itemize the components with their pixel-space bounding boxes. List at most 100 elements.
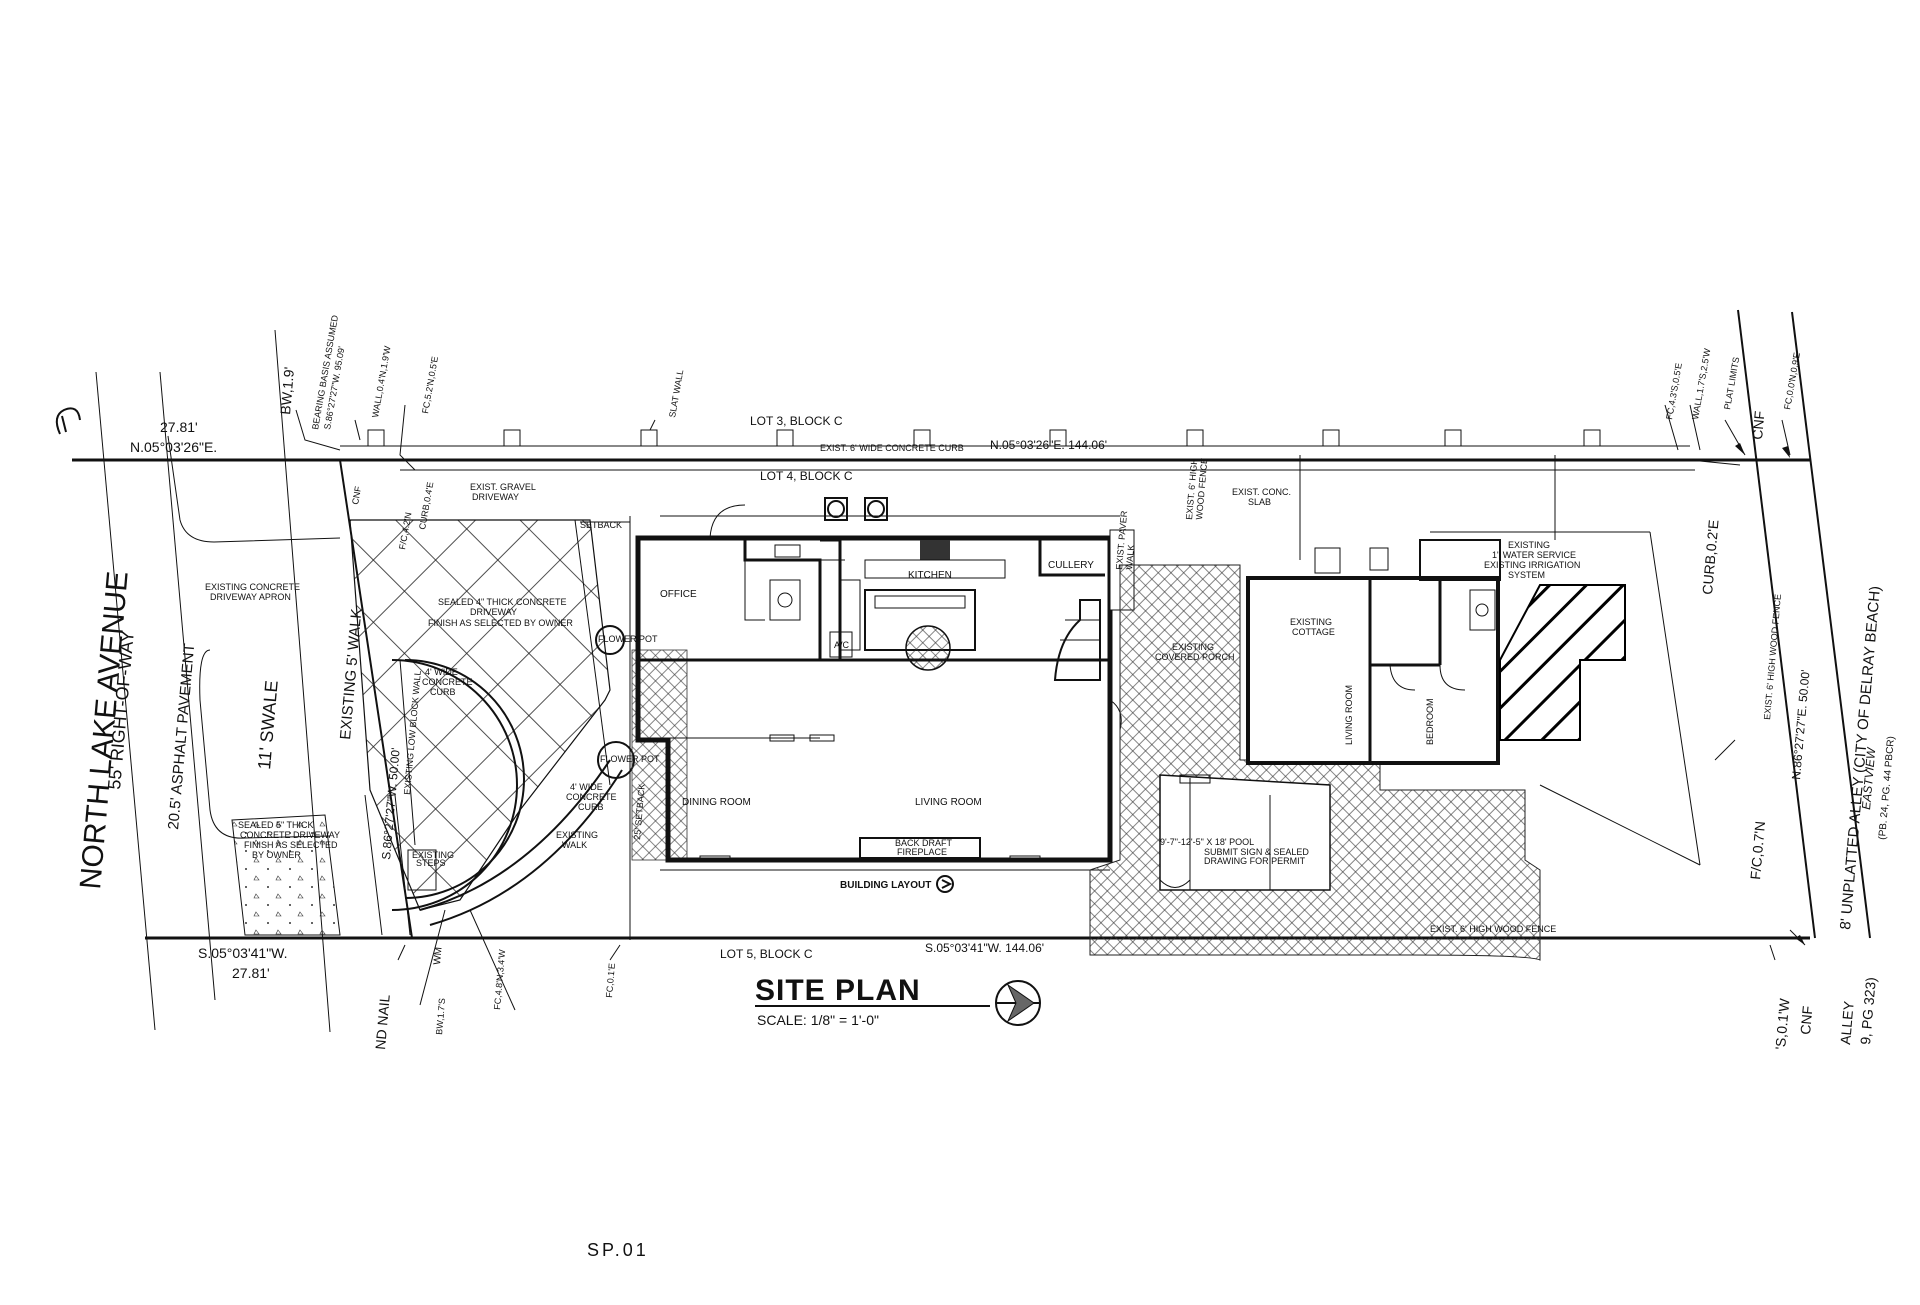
sealed-swale-pad — [231, 814, 341, 936]
main-house — [629, 497, 1135, 940]
setback-25-note: 25' SETBACK — [632, 783, 647, 840]
water-heater-note: EXISTING — [1508, 540, 1550, 550]
north-arrow-symbol — [55, 407, 81, 435]
sealed-driveway-note-3: FINISH AS SELECTED BY OWNER — [428, 618, 573, 628]
south-bearing: S.05°03'41"W. — [198, 945, 288, 961]
exist-walk-note-2: WALK — [562, 840, 587, 850]
room-cottage-2: COTTAGE — [1292, 627, 1335, 637]
fc-bottom: FC,4.8'N,3.4'W — [492, 949, 507, 1011]
nail-label: ND NAIL — [372, 994, 393, 1051]
room-cottage: EXISTING — [1290, 617, 1332, 627]
cnf-left: CNF — [350, 485, 363, 505]
apron-note: EXISTING CONCRETE — [205, 582, 300, 592]
irrigation-note-2: SYSTEM — [1508, 570, 1545, 580]
alley-bottom-ref: 9, PG 323) — [1857, 976, 1879, 1045]
room-dining: DINING ROOM — [682, 797, 751, 808]
pool-note: 9'-7"-12'-5" X 18' POOL — [1160, 837, 1254, 847]
curb-right: CURB,0.2'E — [1699, 519, 1721, 595]
slat-wall-posts — [340, 429, 1690, 447]
covered-porch-note: EXISTING — [1172, 642, 1214, 652]
room-cottage-bedroom: BEDROOM — [1425, 698, 1435, 745]
curb-4in-note: 4' WIDE — [425, 667, 458, 677]
room-cullery: CULLERY — [1048, 560, 1094, 571]
south-dist: 27.81' — [232, 965, 270, 981]
covered-porch-note-2: COVERED PORCH — [1155, 652, 1235, 662]
fc-bottom2: FC,0.1'E — [604, 963, 617, 998]
water-heater-note-2: 1" WATER SERVICE — [1492, 550, 1576, 560]
curb-top-note: EXIST. 6' WIDE CONCRETE CURB — [820, 443, 964, 453]
lot5-label: LOT 5, BLOCK C — [720, 947, 813, 961]
flower-pot-note-2: FLOWER POT — [600, 754, 660, 764]
fc-right2: FC,0.0'N,0.9'E — [1782, 352, 1802, 411]
sealed-swale-note-3: FINISH AS SELECTED — [244, 840, 338, 850]
flower-pot-note: FLOWER POT — [598, 634, 658, 644]
site-plan-scale: SCALE: 1/8" = 1'-0" — [757, 1012, 879, 1028]
fc-right3: F/C,0.7'N — [1747, 820, 1768, 880]
sealed-driveway-note-2: DRIVEWAY — [470, 607, 517, 617]
curb-4in-b-note: 4' WIDE — [570, 782, 603, 792]
building-layout-label: BUILDING LAYOUT — [840, 880, 931, 891]
room-fireplace: BACK DRAFT — [895, 838, 953, 848]
irrigation-note: EXISTING IRRIGATION — [1484, 560, 1580, 570]
room-ac: A/C — [834, 640, 850, 650]
s-bottom: 'S,0.1'W — [1772, 997, 1792, 1050]
site-plan-arrow-icon — [995, 980, 1041, 1026]
north-bearing: N.05°03'26"E. — [130, 439, 217, 455]
site-plan-title: SITE PLAN — [755, 974, 921, 1007]
pavement-label: 20.5' ASPHALT PAVEMENT — [165, 643, 198, 831]
east-line-bearing: N.86°27'27"E. 50.00' — [1789, 669, 1813, 780]
pool-note-3: DRAWING FOR PERMIT — [1204, 856, 1306, 866]
gravel-note-2: DRIVEWAY — [472, 492, 519, 502]
curb-4in-b-note-2: CONCRETE — [566, 792, 617, 802]
gravel-note: EXIST. GRAVEL — [470, 482, 536, 492]
north-dist: 27.81' — [160, 419, 198, 435]
curb-4in-note-3: CURB — [430, 687, 456, 697]
room-kitchen: KITCHEN — [908, 570, 952, 581]
street-right-of-way — [55, 329, 341, 1033]
sheet-number: SP.01 — [587, 1240, 649, 1260]
swale-label: 11' SWALE — [254, 679, 282, 770]
lot3-label: LOT 3, BLOCK C — [750, 414, 843, 428]
wall-right: WALL,1.7'S,2.5'W — [1690, 347, 1712, 420]
exist-walk-note: EXISTING — [556, 830, 598, 840]
cnf-bottom: CNF — [1797, 1005, 1815, 1035]
title-block: SITE PLAN SCALE: 1/8" = 1'-0" SP.01 — [587, 974, 1041, 1260]
bottom-line-bearing: S.05°03'41"W. 144.06' — [925, 941, 1044, 955]
sealed-swale-note-2: CONCRETE DRIVEWAY — [240, 830, 340, 840]
cottage — [1246, 455, 1701, 866]
eastview-ref: (PB. 24, PG. 44 PBCR) — [1877, 736, 1897, 841]
cnf-top: CNF — [1749, 410, 1767, 440]
wood-fence-bottom-note: EXIST. 6' HIGH WOOD FENCE — [1430, 924, 1556, 934]
room-fireplace-2: FIREPLACE — [897, 847, 947, 857]
sealed-swale-note-4: BY OWNER — [252, 850, 301, 860]
room-cottage-living: LIVING ROOM — [1344, 685, 1354, 745]
driveway-area — [349, 519, 635, 936]
slat-wall: SLAT WALL — [667, 369, 685, 418]
paver-walk-note-2: WALK — [1124, 544, 1136, 570]
conc-slab-note-2: SLAB — [1248, 497, 1271, 507]
lot4-label: LOT 4, BLOCK C — [760, 469, 853, 483]
cottage-roof-hatch — [1499, 584, 1626, 741]
bw-top: BW,1.9' — [277, 366, 297, 415]
curb-4in-note-2: CONCRETE — [422, 677, 473, 687]
sealed-driveway-note: SEALED 4" THICK CONCRETE — [438, 597, 567, 607]
apron-note-2: DRIVEWAY APRON — [210, 592, 291, 602]
bw-bottom: BW,1.7'S — [434, 998, 447, 1035]
fc-top: FC,5.2'N,0.5'E — [420, 356, 440, 415]
eastview-label: EASTVIEW — [1859, 746, 1878, 811]
exist-steps-note-2: STEPS — [416, 858, 446, 868]
wm-label: WM — [432, 947, 445, 966]
room-office: OFFICE — [660, 589, 697, 600]
leader-lines — [295, 404, 1806, 1011]
pool-note-2: SUBMIT SIGN & SEALED — [1204, 847, 1309, 857]
wall-top: WALL,0.4'N,1.9'W — [370, 345, 393, 419]
conc-slab-note: EXIST. CONC. — [1232, 487, 1291, 497]
curb-4in-b-note-3: CURB — [578, 802, 604, 812]
setback-note: SETBACK — [580, 520, 622, 530]
fc-right: FC,4.3'S,0.5'E — [1664, 362, 1684, 420]
room-living: LIVING ROOM — [915, 797, 982, 808]
sealed-swale-note: SEALED 5" THICK — [238, 820, 314, 830]
top-line-bearing: N.05°03'26"E. 144.06' — [990, 438, 1107, 452]
alley-bottom-label: ALLEY — [1837, 1000, 1857, 1045]
